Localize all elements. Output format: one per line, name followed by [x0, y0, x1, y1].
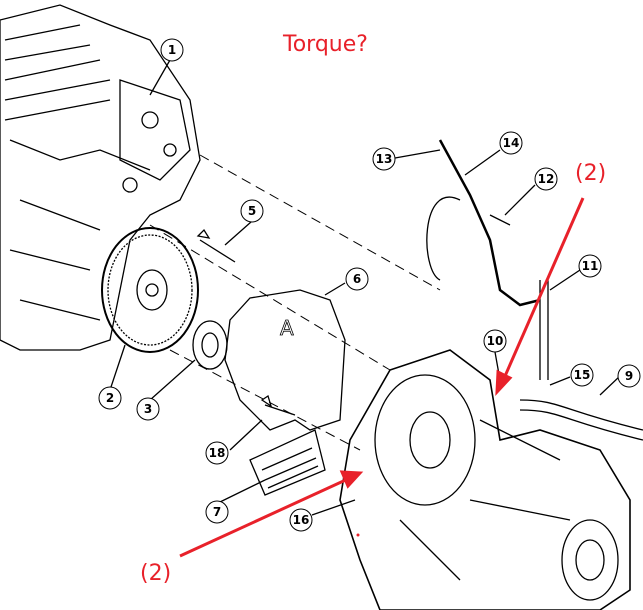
svg-text:10: 10: [487, 334, 504, 348]
svg-text:9: 9: [625, 369, 633, 383]
svg-text:1: 1: [168, 43, 176, 57]
dust-cover: [249, 429, 326, 496]
svg-text:16: 16: [293, 513, 310, 527]
callout-11: 11: [578, 254, 602, 278]
svg-text:18: 18: [209, 446, 226, 460]
callout-1: 1: [160, 38, 184, 62]
callout-9: 9: [617, 364, 641, 388]
callout-7: 7: [205, 500, 229, 524]
separator-plate: [224, 289, 346, 431]
svg-text:11: 11: [582, 259, 599, 273]
callout-14: 14: [499, 131, 523, 155]
callout-10: 10: [483, 329, 507, 353]
arrow-bottom: [179, 476, 351, 558]
quantity-label-bottom: (2): [140, 561, 171, 586]
svg-text:2: 2: [106, 391, 114, 405]
svg-text:6: 6: [353, 272, 361, 286]
dipstick-tube: [438, 139, 541, 307]
svg-text:13: 13: [376, 152, 393, 166]
torque-question: Torque?: [282, 32, 368, 57]
callout-5: 5: [240, 199, 264, 223]
callout-18: 18: [205, 441, 229, 465]
transmission: [339, 349, 631, 610]
flywheel: [101, 227, 199, 353]
callout-6: 6: [345, 267, 369, 291]
svg-text:15: 15: [574, 368, 591, 382]
callout-13: 13: [372, 147, 396, 171]
quantity-label-top: (2): [575, 161, 606, 186]
red-annotations: Torque? (2) (2): [140, 32, 606, 586]
arrowhead-top: [495, 369, 513, 397]
callout-15: 15: [570, 363, 594, 387]
svg-text:7: 7: [213, 505, 221, 519]
callouts: 1 2 3 5 6 7 9 10 11 12 13 14 15 16 18: [98, 38, 641, 532]
cooler-line: [519, 399, 643, 441]
svg-text:12: 12: [538, 172, 555, 186]
adapter-plate: [192, 320, 228, 370]
svg-text:A: A: [280, 316, 294, 340]
arrow-top: [500, 197, 585, 384]
callout-2: 2: [98, 386, 122, 410]
svg-text:3: 3: [144, 402, 152, 416]
engine-block: [0, 4, 201, 351]
bolt-5: [196, 228, 236, 263]
callout-3: 3: [136, 397, 160, 421]
callout-16: 16: [289, 508, 313, 532]
svg-text:5: 5: [248, 204, 256, 218]
callout-12: 12: [534, 167, 558, 191]
svg-text:14: 14: [503, 136, 520, 150]
arrowhead-bottom: [339, 470, 364, 489]
